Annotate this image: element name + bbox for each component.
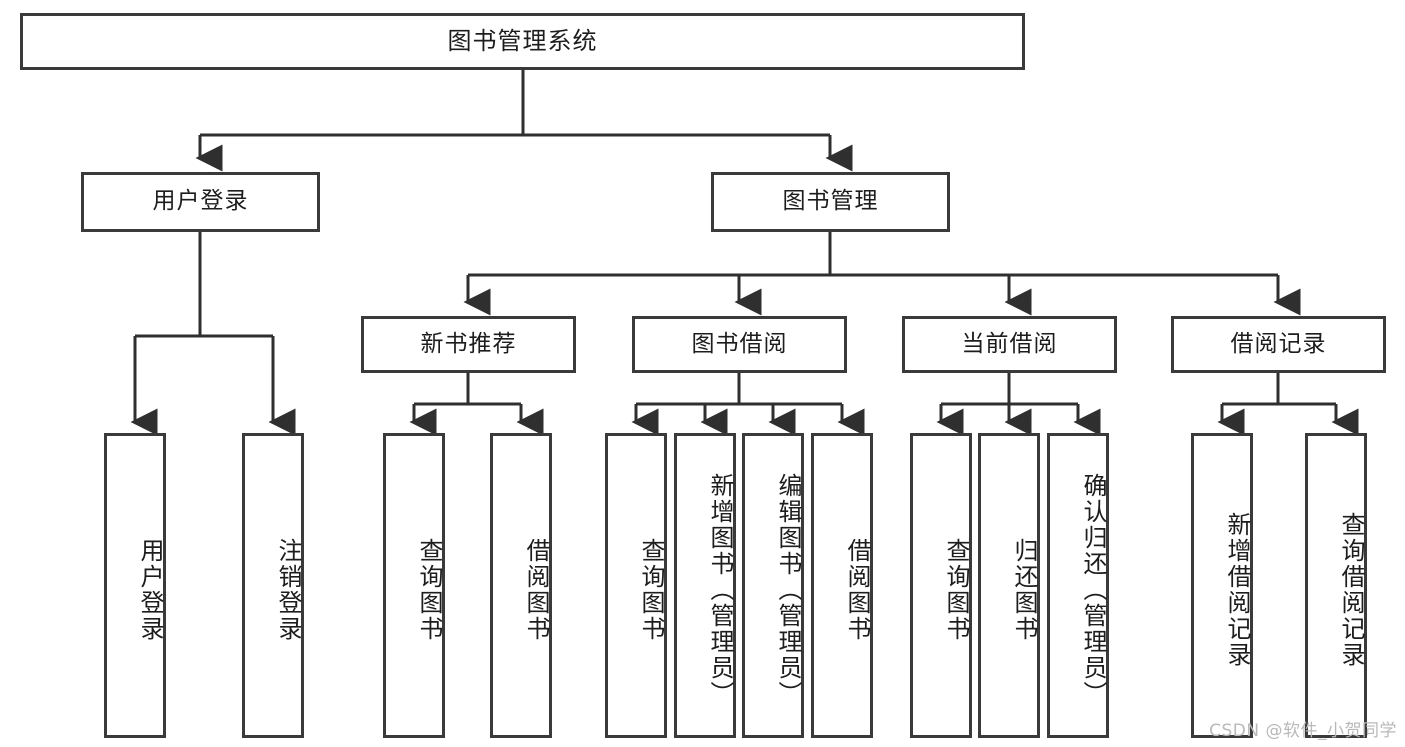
node-label: 查询图书 [637, 537, 665, 642]
leaf-current-confirm-return-admin[interactable]: 确认归还（管理员） [1047, 433, 1109, 738]
node-label: 查询图书 [415, 537, 443, 642]
leaf-recommend-borrow-book[interactable]: 借阅图书 [490, 433, 552, 738]
node-label: 新增图书（管理员） [706, 472, 734, 707]
node-label: 归还图书 [1010, 537, 1038, 642]
node-label: 注销登录 [274, 537, 302, 642]
leaf-current-query-book[interactable]: 查询图书 [910, 433, 972, 738]
node-label: 图书借阅 [691, 330, 788, 357]
node-current-borrow[interactable]: 当前借阅 [902, 316, 1117, 373]
node-label: 查询借阅记录 [1337, 511, 1365, 668]
node-book-management[interactable]: 图书管理 [711, 172, 950, 232]
node-label: 借阅图书 [522, 537, 550, 642]
node-new-book-recommend[interactable]: 新书推荐 [361, 316, 576, 373]
node-label: 用户登录 [152, 188, 249, 215]
node-label: 图书管理 [782, 188, 879, 215]
node-label: 新增借阅记录 [1223, 511, 1251, 668]
leaf-record-query-borrow-record[interactable]: 查询借阅记录 [1305, 433, 1367, 738]
leaf-current-return-book[interactable]: 归还图书 [978, 433, 1040, 738]
node-label: 借阅图书 [843, 537, 871, 642]
node-book-borrow[interactable]: 图书借阅 [632, 316, 847, 373]
node-label: 用户登录 [136, 537, 164, 642]
leaf-logout[interactable]: 注销登录 [242, 433, 304, 738]
csdn-watermark: CSDN @软件_小贺同学 [1209, 721, 1397, 741]
node-label: 借阅记录 [1230, 330, 1327, 357]
node-label: 新书推荐 [420, 330, 517, 357]
leaf-borrow-borrow-book[interactable]: 借阅图书 [811, 433, 873, 738]
node-root-book-management-system[interactable]: 图书管理系统 [20, 13, 1025, 70]
leaf-borrow-add-book-admin[interactable]: 新增图书（管理员） [674, 433, 736, 738]
node-label: 确认归还（管理员） [1079, 472, 1107, 707]
leaf-user-login[interactable]: 用户登录 [104, 433, 166, 738]
node-label: 图书管理系统 [447, 27, 598, 56]
leaf-recommend-query-book[interactable]: 查询图书 [383, 433, 445, 738]
node-borrow-record[interactable]: 借阅记录 [1171, 316, 1386, 373]
node-label: 查询图书 [942, 537, 970, 642]
node-label: 当前借阅 [961, 330, 1058, 357]
leaf-borrow-edit-book-admin[interactable]: 编辑图书（管理员） [742, 433, 804, 738]
node-label: 编辑图书（管理员） [774, 472, 802, 707]
leaf-record-add-borrow-record[interactable]: 新增借阅记录 [1191, 433, 1253, 738]
leaf-borrow-query-book[interactable]: 查询图书 [605, 433, 667, 738]
node-user-login[interactable]: 用户登录 [81, 172, 320, 232]
